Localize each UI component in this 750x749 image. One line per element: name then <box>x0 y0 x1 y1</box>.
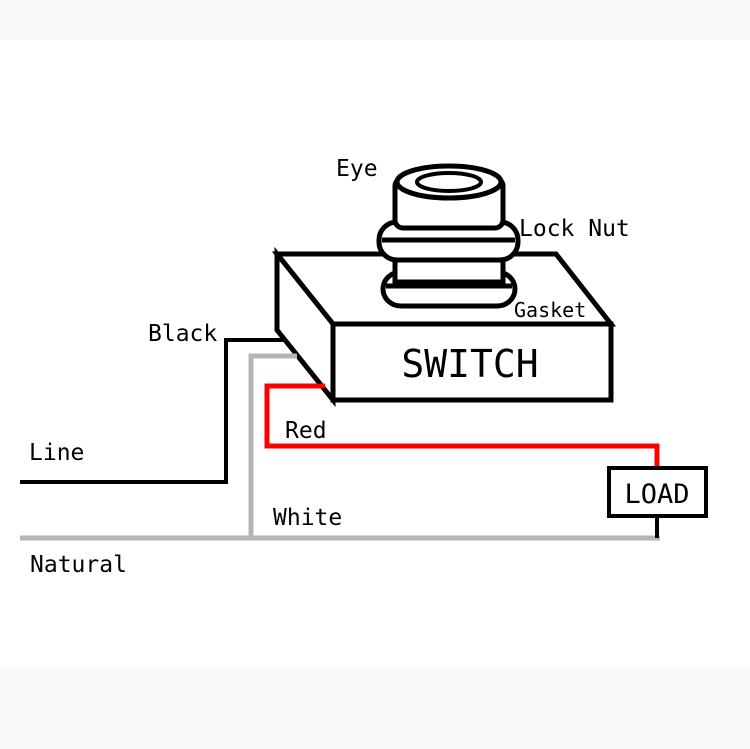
eye-label: Eye <box>336 156 378 182</box>
red-label: Red <box>285 418 327 444</box>
red-wire <box>264 383 660 468</box>
natural-label: Natural <box>30 552 127 578</box>
black-wire <box>20 338 285 484</box>
load-label: LOAD <box>624 479 689 510</box>
photo-eye-sensor <box>376 163 521 309</box>
black-label: Black <box>148 321 217 347</box>
load-box <box>607 466 708 518</box>
switch-box-front <box>330 321 614 403</box>
gasket-label: Gasket <box>514 298 586 322</box>
eye-lens-inner <box>415 171 483 193</box>
switch-label: SWITCH <box>401 342 538 386</box>
white-wire-switch <box>248 353 297 538</box>
lock-nut-label: Lock Nut <box>519 216 630 242</box>
line-label: Line <box>29 440 84 466</box>
white-label: White <box>273 505 342 531</box>
